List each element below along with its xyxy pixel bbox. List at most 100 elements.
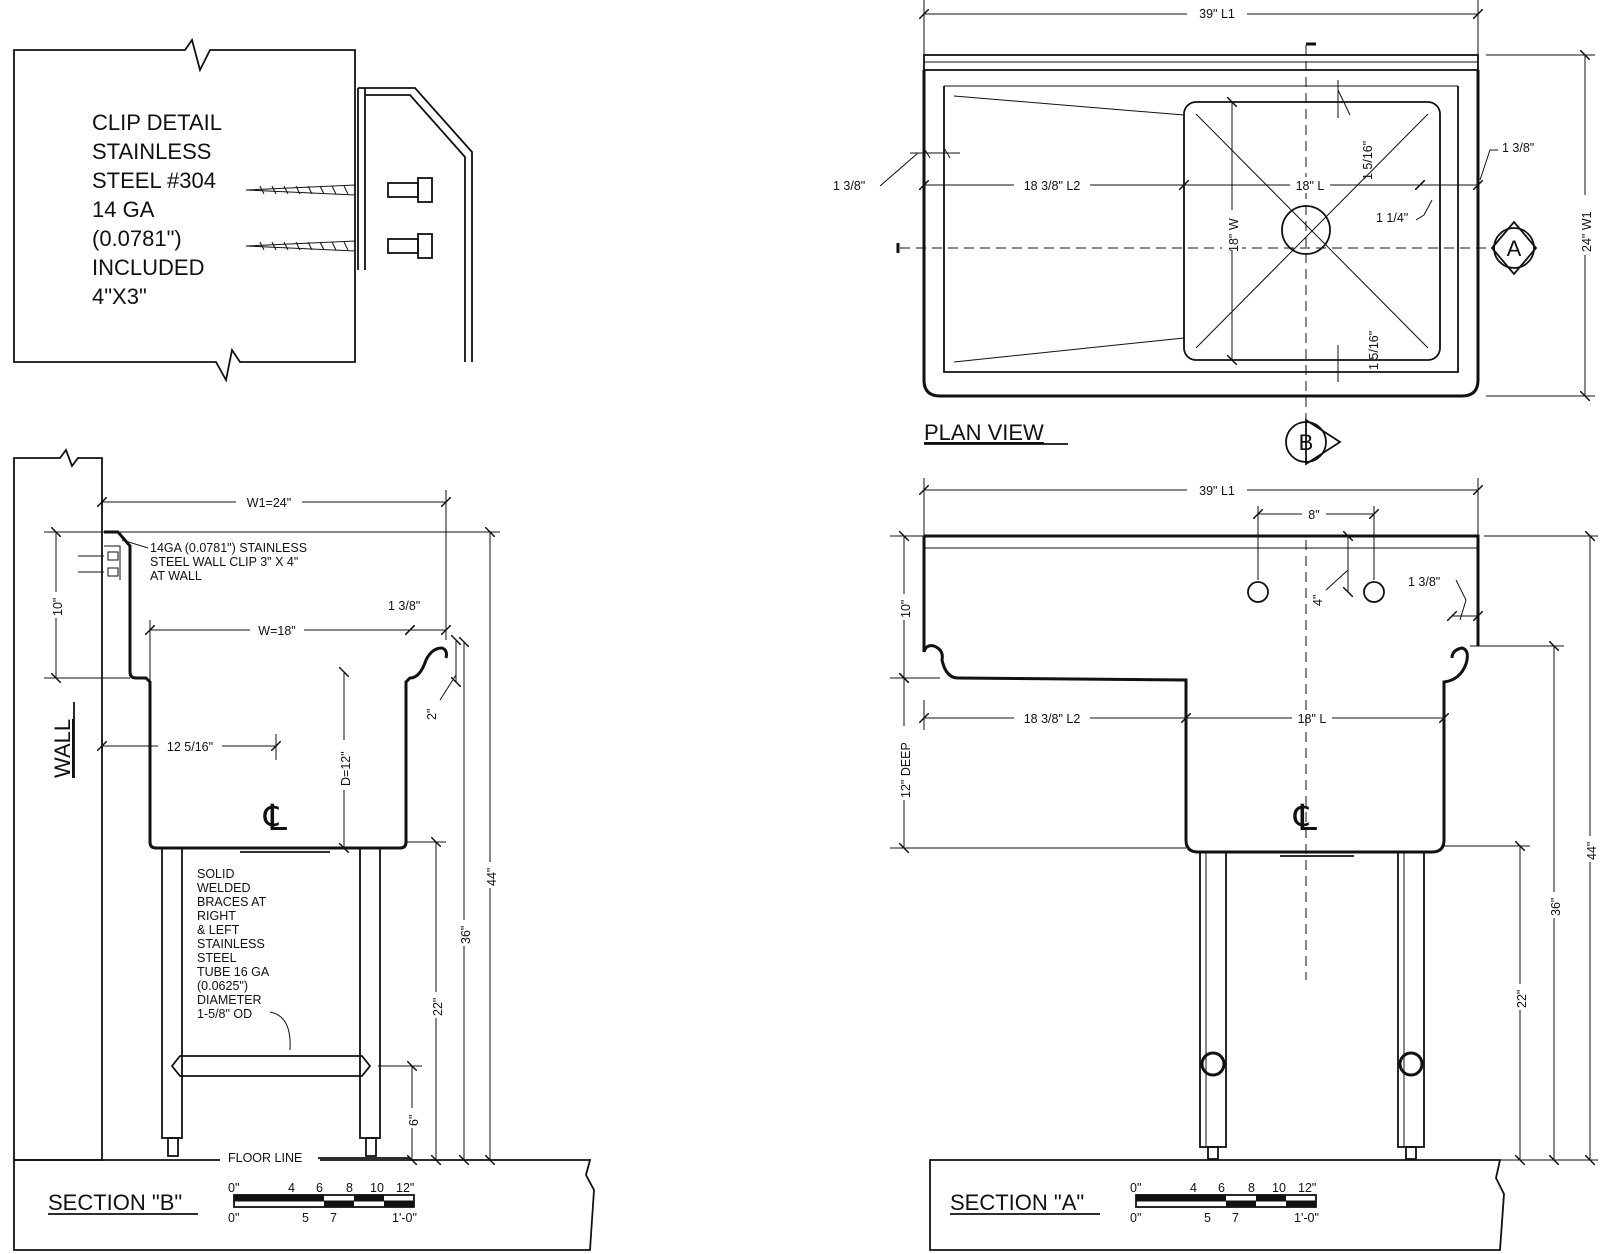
dim-overall-length: 39" L1 <box>1199 7 1235 21</box>
svg-text:A: A <box>1507 236 1522 261</box>
wall-clip-bracket <box>357 87 473 362</box>
dim-overall-height: 44" <box>1585 842 1599 860</box>
dim-overall-height: 44" <box>485 868 499 886</box>
svg-text:10: 10 <box>370 1181 384 1195</box>
svg-text:6: 6 <box>316 1181 323 1195</box>
clip-detail-line: 14 GA <box>92 197 155 222</box>
clip-detail-line: 4"X3" <box>92 284 147 309</box>
dim-depth: 12" DEEP <box>899 742 913 798</box>
dim-rim: 1 3/8" <box>1408 575 1440 589</box>
floor-label: FLOOR LINE <box>228 1151 302 1165</box>
svg-text:4: 4 <box>1190 1181 1197 1195</box>
dim-depth: D=12" <box>339 751 353 786</box>
plan-view-title: PLAN VIEW <box>924 420 1044 445</box>
svg-text:TUBE 16 GA: TUBE 16 GA <box>197 965 270 979</box>
dim-bottom-gap: 1 5/16" <box>1367 331 1381 370</box>
svg-text:7: 7 <box>330 1211 337 1225</box>
sink-profile <box>922 644 1469 854</box>
dim-brace-height: 6" <box>407 1115 421 1126</box>
dim-bowl-length: 18" L <box>1298 712 1327 726</box>
wall <box>13 448 103 1161</box>
dim-rim-height: 36" <box>1549 898 1563 916</box>
centerline-symbol: ℄ <box>263 797 287 838</box>
faucet-hole-icon <box>1363 581 1385 603</box>
svg-text:5: 5 <box>302 1211 309 1225</box>
svg-text:0": 0" <box>228 1181 239 1195</box>
wall-label: WALL <box>50 719 75 778</box>
svg-text:8: 8 <box>346 1181 353 1195</box>
clip-detail-line: CLIP DETAIL <box>92 110 222 135</box>
dim-bowl-width: 18" W <box>1227 218 1241 252</box>
clip-detail-line: INCLUDED <box>92 255 204 280</box>
clip-detail-text: CLIP DETAIL STAINLESS STEEL #304 14 GA (… <box>92 110 222 309</box>
section-a-title: SECTION "A" <box>950 1190 1084 1215</box>
clip-note-line: 14GA (0.0781") STAINLESS <box>150 541 307 555</box>
svg-text:0": 0" <box>1130 1181 1141 1195</box>
svg-text:RIGHT: RIGHT <box>197 909 236 923</box>
sink-bowl <box>1183 101 1441 361</box>
dim-faucet-spacing: 8" <box>1308 508 1319 522</box>
scale-bar: 0" 4 6 8 10 12" 0" 5 7 1'-0" <box>228 1181 417 1225</box>
svg-text:0": 0" <box>228 1211 239 1225</box>
dim-center-offset: 12 5/16" <box>167 740 213 754</box>
clip-detail-line: (0.0781") <box>92 226 182 251</box>
svg-text:7: 7 <box>1232 1211 1239 1225</box>
floor <box>13 1159 595 1251</box>
clip-note-line: AT WALL <box>150 569 202 583</box>
svg-text:12": 12" <box>396 1181 414 1195</box>
dim-overall-width: 24" W1 <box>1580 211 1594 252</box>
dim-roll: 2" <box>425 709 439 720</box>
dim-bowl-length: 18" L <box>1296 179 1325 193</box>
dim-backsplash: 10" <box>51 598 65 616</box>
section-b-marker: B <box>1285 418 1342 466</box>
dim-bottom-height: 22" <box>431 998 445 1016</box>
dim-drainboard-length: 18 3/8" L2 <box>1024 179 1081 193</box>
sink-outline <box>922 70 1480 398</box>
section-a-marker: A <box>1490 220 1538 276</box>
dim-overall-width: W1=24" <box>247 496 291 510</box>
clip-detail: CLIP DETAIL STAINLESS STEEL #304 14 GA (… <box>13 37 473 383</box>
svg-text:4: 4 <box>288 1181 295 1195</box>
svg-text:12": 12" <box>1298 1181 1316 1195</box>
svg-text:1'-0": 1'-0" <box>392 1211 417 1225</box>
brace-note: SOLID WELDED BRACES AT RIGHT & LEFT STAI… <box>197 867 291 1051</box>
dim-left-rim: 1 3/8" <box>833 179 865 193</box>
svg-text:10: 10 <box>1272 1181 1286 1195</box>
svg-text:8: 8 <box>1248 1181 1255 1195</box>
dim-bowl-width: W=18" <box>258 624 295 638</box>
faucet-hole-icon <box>1247 581 1269 603</box>
section-a: 39" L1 8" 4" 1 3/8" 10" 12" <box>890 478 1600 1251</box>
dim-rim-height: 36" <box>459 926 473 944</box>
svg-text:1-5/8" OD: 1-5/8" OD <box>197 1007 252 1021</box>
screw-icon <box>245 177 433 203</box>
sink-profile <box>104 530 448 850</box>
clip-note-line: STEEL WALL CLIP 3" X 4" <box>150 555 298 569</box>
dim-bottom-height: 22" <box>1515 990 1529 1008</box>
plan-view: 39" L1 18 3/8" L2 18" L 18" W <box>833 0 1596 466</box>
clip-detail-line: STEEL #304 <box>92 168 216 193</box>
dim-rim: 1 3/8" <box>388 599 420 613</box>
svg-text:1'-0": 1'-0" <box>1294 1211 1319 1225</box>
svg-text:& LEFT: & LEFT <box>197 923 240 937</box>
svg-text:WELDED: WELDED <box>197 881 250 895</box>
dim-overall-length: 39" L1 <box>1199 484 1235 498</box>
dim-faucet-height: 4" <box>1311 595 1325 606</box>
svg-text:DIAMETER: DIAMETER <box>197 993 262 1007</box>
dim-drainboard-length: 18 3/8" L2 <box>1024 712 1081 726</box>
svg-text:5: 5 <box>1204 1211 1211 1225</box>
screw-icon <box>245 233 433 259</box>
brace-joint-icon <box>1398 1051 1424 1077</box>
centerline-symbol: ℄ <box>1293 797 1317 838</box>
dim-top-gap: 1 5/16" <box>1361 141 1375 180</box>
scale-bar: 0" 4 6 8 10 12" 0" 5 7 1'-0" <box>1130 1181 1319 1225</box>
dim-right-rim: 1 3/8" <box>1502 141 1534 155</box>
dim-backsplash: 10" <box>899 600 913 618</box>
dim-right-gap: 1 1/4" <box>1376 211 1408 225</box>
svg-text:6: 6 <box>1218 1181 1225 1195</box>
svg-text:B: B <box>1299 430 1314 455</box>
svg-text:STAINLESS: STAINLESS <box>197 937 265 951</box>
clip-detail-line: STAINLESS <box>92 139 211 164</box>
svg-text:BRACES AT: BRACES AT <box>197 895 267 909</box>
svg-text:SOLID: SOLID <box>197 867 235 881</box>
